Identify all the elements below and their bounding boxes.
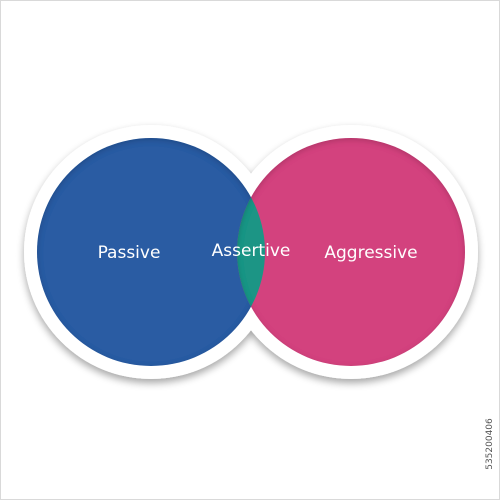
passive-circle — [37, 138, 265, 366]
stock-id: 535200406 — [483, 389, 497, 499]
aggressive-label: Aggressive — [324, 243, 417, 263]
stock-id-text: 535200406 — [485, 418, 495, 470]
passive-label: Passive — [98, 243, 161, 263]
aggressive-circle — [237, 138, 465, 366]
assertive-label: Assertive — [212, 241, 291, 261]
